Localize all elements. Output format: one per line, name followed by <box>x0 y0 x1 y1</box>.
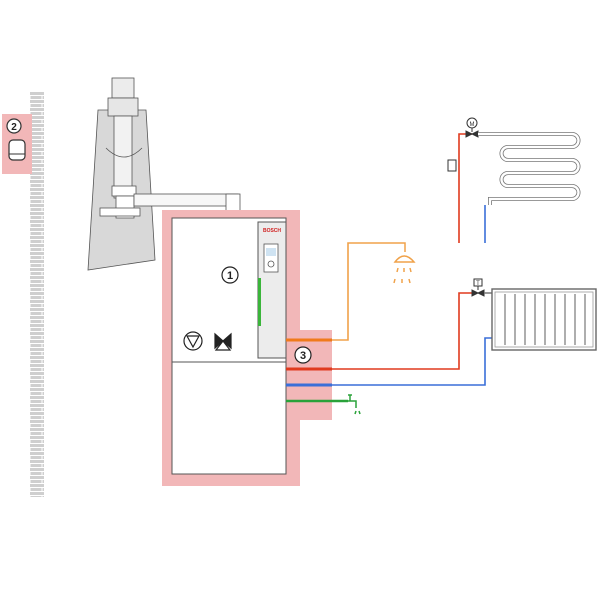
marker-2: 2 <box>11 122 17 133</box>
svg-text:M: M <box>470 122 475 128</box>
boiler-unit: BOSCH 1 <box>171 217 287 475</box>
tap-icon <box>344 394 361 415</box>
exterior-wall <box>30 92 44 497</box>
thermostatic-valve-icon: T <box>471 278 485 297</box>
status-indicator <box>258 278 261 326</box>
heating-return-pipe <box>286 337 492 386</box>
underfloor-heating: M <box>447 117 581 243</box>
outdoor-sensor: 2 <box>2 114 32 174</box>
flue-chimney <box>87 77 241 271</box>
motorized-valve-icon: M <box>465 117 479 138</box>
marker-3: 3 <box>300 350 306 362</box>
marker-1: 1 <box>227 270 233 282</box>
radiator-circuit: T <box>471 278 597 351</box>
boiler-brand: BOSCH <box>263 228 281 234</box>
diverter-valve-icon <box>214 332 232 351</box>
underfloor-heating-icon <box>478 132 581 205</box>
svg-text:T: T <box>476 281 480 287</box>
radiator-icon <box>491 288 597 351</box>
heating-flow-pipe <box>286 292 473 370</box>
shower-icon <box>393 242 416 284</box>
hot-water-pipe <box>286 242 398 341</box>
outdoor-sensor-icon <box>8 139 26 161</box>
pump-icon <box>183 331 203 351</box>
thermometer-icon <box>447 159 457 172</box>
